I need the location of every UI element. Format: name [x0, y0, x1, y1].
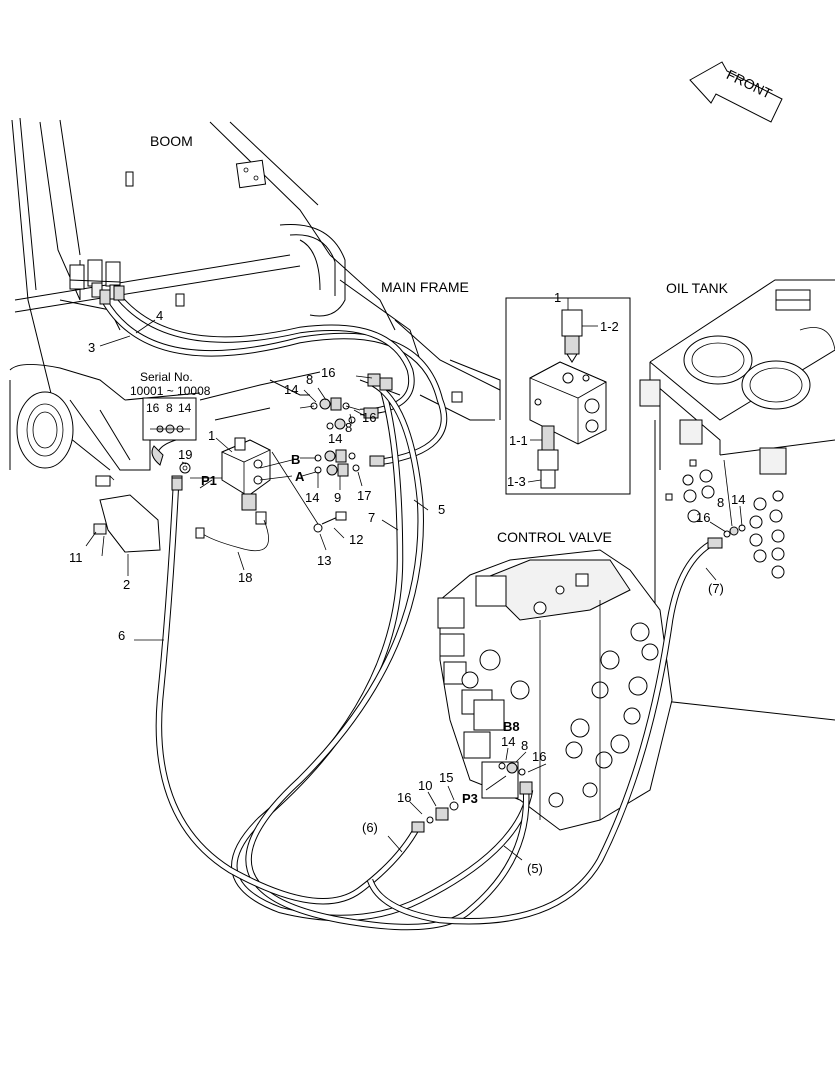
- callout-5-paren: (5): [527, 861, 543, 876]
- callout-16-p3: 16: [397, 790, 411, 805]
- oil-tank-structure: [639, 279, 835, 721]
- boom-structure: [11, 117, 346, 471]
- callout-19: 19: [178, 447, 192, 462]
- port-a: A: [295, 469, 305, 484]
- callout-5: 5: [438, 502, 445, 517]
- oil-tank-heading: OIL TANK: [666, 280, 729, 296]
- callout-16-mid: 16: [362, 410, 376, 425]
- callout-14-tank: 14: [731, 492, 745, 507]
- callout-17: 17: [357, 488, 371, 503]
- control-valve-heading: CONTROL VALVE: [497, 529, 612, 545]
- valve-detail-inset: [505, 297, 631, 495]
- port-b: B: [291, 452, 300, 467]
- valve-port-fittings: [271, 397, 361, 533]
- serial-callout-8: 8: [166, 401, 173, 415]
- callout-14-b8: 14: [501, 734, 515, 749]
- callout-14-upper: 14: [284, 382, 298, 397]
- callout-8-b8: 8: [521, 738, 528, 753]
- part-callouts: 1 1-2 1-1 1-3 1 2 3 4 5 (5) 6 (6) 7 (7) …: [69, 290, 745, 876]
- port-b8: B8: [503, 719, 520, 734]
- boom-heading: BOOM: [150, 133, 193, 149]
- callout-15: 15: [439, 770, 453, 785]
- main-frame-structure: [9, 254, 501, 471]
- selector-valve: [171, 437, 293, 552]
- callout-18: 18: [238, 570, 252, 585]
- serial-callout-16: 16: [146, 401, 160, 415]
- callout-11: 11: [69, 550, 83, 565]
- callout-13: 13: [317, 553, 331, 568]
- callout-14-lower: 14: [305, 490, 319, 505]
- hydraulic-hoses: [101, 293, 716, 931]
- callout-6-paren: (6): [362, 820, 378, 835]
- callout-4: 4: [156, 308, 163, 323]
- front-arrow: FRONT: [689, 61, 783, 123]
- mount-bracket: [85, 475, 161, 553]
- callout-14-mid: 14: [328, 431, 342, 446]
- serial-number-text: Serial No. 10001 ~ 10008 16 8 14: [130, 370, 211, 415]
- callout-1: 1: [208, 428, 215, 443]
- port-labels: P1 B A B8 P3: [201, 452, 520, 806]
- callout-7: 7: [368, 510, 375, 525]
- control-valve-assembly: [437, 549, 673, 831]
- serial-number-inset: [142, 397, 197, 466]
- port-p1: P1: [201, 473, 217, 488]
- port-p3: P3: [462, 791, 478, 806]
- callout-9: 9: [334, 490, 341, 505]
- callout-12: 12: [349, 532, 363, 547]
- tank-port-array: [665, 459, 785, 579]
- callout-16-upper: 16: [321, 365, 335, 380]
- spool-caps: [548, 622, 659, 808]
- serial-title: Serial No.: [140, 370, 193, 384]
- callout-7-paren: (7): [708, 581, 724, 596]
- callout-1-1: 1-1: [509, 433, 528, 448]
- callout-1-2: 1-2: [600, 319, 619, 334]
- callout-1-detail: 1: [554, 290, 561, 305]
- callout-8-mid: 8: [345, 420, 352, 435]
- hose-end-fittings: [99, 285, 746, 833]
- callout-8-tank: 8: [717, 495, 724, 510]
- callout-6: 6: [118, 628, 125, 643]
- callout-16-tank: 16: [696, 510, 710, 525]
- leader-lines: [99, 319, 743, 861]
- callout-8-upper: 8: [306, 372, 313, 387]
- callout-16-b8: 16: [532, 749, 546, 764]
- main-frame-heading: MAIN FRAME: [381, 279, 469, 295]
- callout-10: 10: [418, 778, 432, 793]
- serial-callout-14: 14: [178, 401, 192, 415]
- callout-2: 2: [123, 577, 130, 592]
- serial-range: 10001 ~ 10008: [130, 384, 211, 398]
- section-headings: BOOM MAIN FRAME OIL TANK CONTROL VALVE: [150, 133, 729, 545]
- callout-3: 3: [88, 340, 95, 355]
- callout-1-3: 1-3: [507, 474, 526, 489]
